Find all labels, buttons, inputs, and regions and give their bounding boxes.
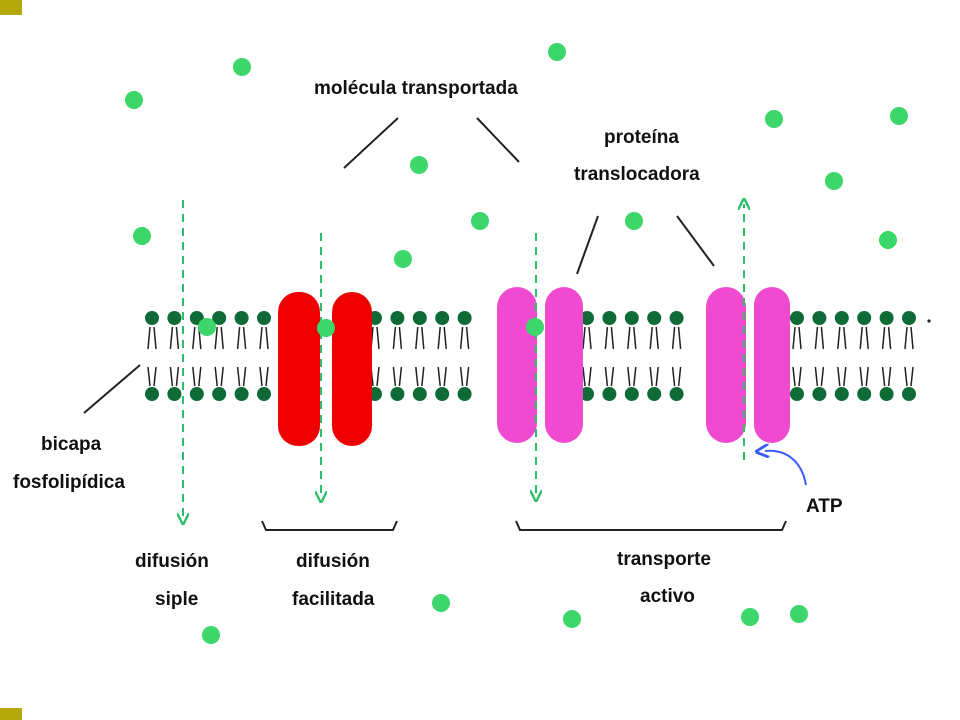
active-transport-label-line2: activo — [640, 586, 695, 607]
stray-dot — [927, 319, 931, 323]
protein-leader-right — [676, 215, 715, 267]
molecule-dot — [825, 172, 843, 190]
molecule-leader-right — [476, 117, 520, 163]
molecule-dot — [879, 231, 897, 249]
bilayer-label-line1: bicapa — [41, 434, 102, 455]
phospholipid — [167, 311, 182, 401]
molecule-dot — [198, 318, 216, 336]
atp-label: ATP — [806, 496, 843, 517]
phospholipid — [790, 311, 804, 401]
phospholipid — [234, 311, 249, 401]
simple-diffusion-label-line2: siple — [155, 589, 199, 610]
phospholipid — [834, 311, 849, 401]
molecule-dot — [410, 156, 428, 174]
molecule-dot — [202, 626, 220, 644]
molecule-dot — [890, 107, 908, 125]
molecule-dot — [563, 610, 581, 628]
molecule-dot — [471, 212, 489, 230]
molecule-dot — [317, 319, 335, 337]
molecule-dot — [394, 250, 412, 268]
leader-lines — [83, 117, 715, 414]
phospholipid — [145, 311, 159, 401]
molecule-dot — [548, 43, 566, 61]
active-transport-label-line1: transporte — [617, 549, 711, 570]
facilitated-diffusion-label-line1: difusión — [296, 551, 370, 572]
protein-leader-left — [576, 215, 599, 275]
phospholipid — [857, 311, 872, 401]
phospholipid — [257, 311, 271, 401]
phospholipid-bilayer — [145, 311, 916, 401]
atp-arrow — [765, 451, 807, 486]
molecule-dot — [133, 227, 151, 245]
molecule-dot — [790, 605, 808, 623]
corner-marker-bottom — [0, 708, 22, 720]
molecule-dot — [125, 91, 143, 109]
molecule-dot — [625, 212, 643, 230]
molecule-leader-left — [343, 117, 399, 169]
phospholipid — [390, 311, 405, 401]
phospholipid — [412, 311, 427, 401]
phospholipid — [602, 311, 617, 401]
phospholipid — [457, 311, 472, 401]
phospholipid — [189, 311, 204, 401]
molecule-dot — [741, 608, 759, 626]
molecule-dot — [765, 110, 783, 128]
protein-label-line2: translocadora — [574, 164, 700, 185]
simple-diffusion-label-line1: difusión — [135, 551, 209, 572]
facilitated-diffusion-bracket — [261, 520, 398, 531]
bilayer-label-line2: fosfolipídica — [13, 472, 125, 493]
active-transport-protein-right — [706, 287, 790, 443]
phospholipid — [669, 311, 684, 401]
active-transport-protein-left — [497, 287, 583, 443]
active-transport-bracket — [515, 520, 787, 531]
facilitated-channel-protein — [278, 292, 372, 446]
phospholipid — [647, 311, 662, 401]
phospholipid — [212, 311, 227, 401]
molecule-label: molécula transportada — [314, 78, 518, 99]
phospholipid — [812, 311, 827, 401]
phospholipid — [435, 311, 450, 401]
phospholipid — [902, 311, 916, 401]
molecule-dot — [432, 594, 450, 612]
protein-label-line1: proteína — [604, 127, 679, 148]
corner-marker-top — [0, 0, 22, 15]
molecule-dot — [526, 318, 544, 336]
facilitated-diffusion-label-line2: facilitada — [292, 589, 375, 610]
phospholipid — [879, 311, 894, 401]
transported-molecules — [125, 43, 908, 644]
phospholipid — [624, 311, 639, 401]
phospholipid — [580, 311, 594, 401]
bilayer-leader — [83, 364, 141, 414]
molecule-dot — [233, 58, 251, 76]
